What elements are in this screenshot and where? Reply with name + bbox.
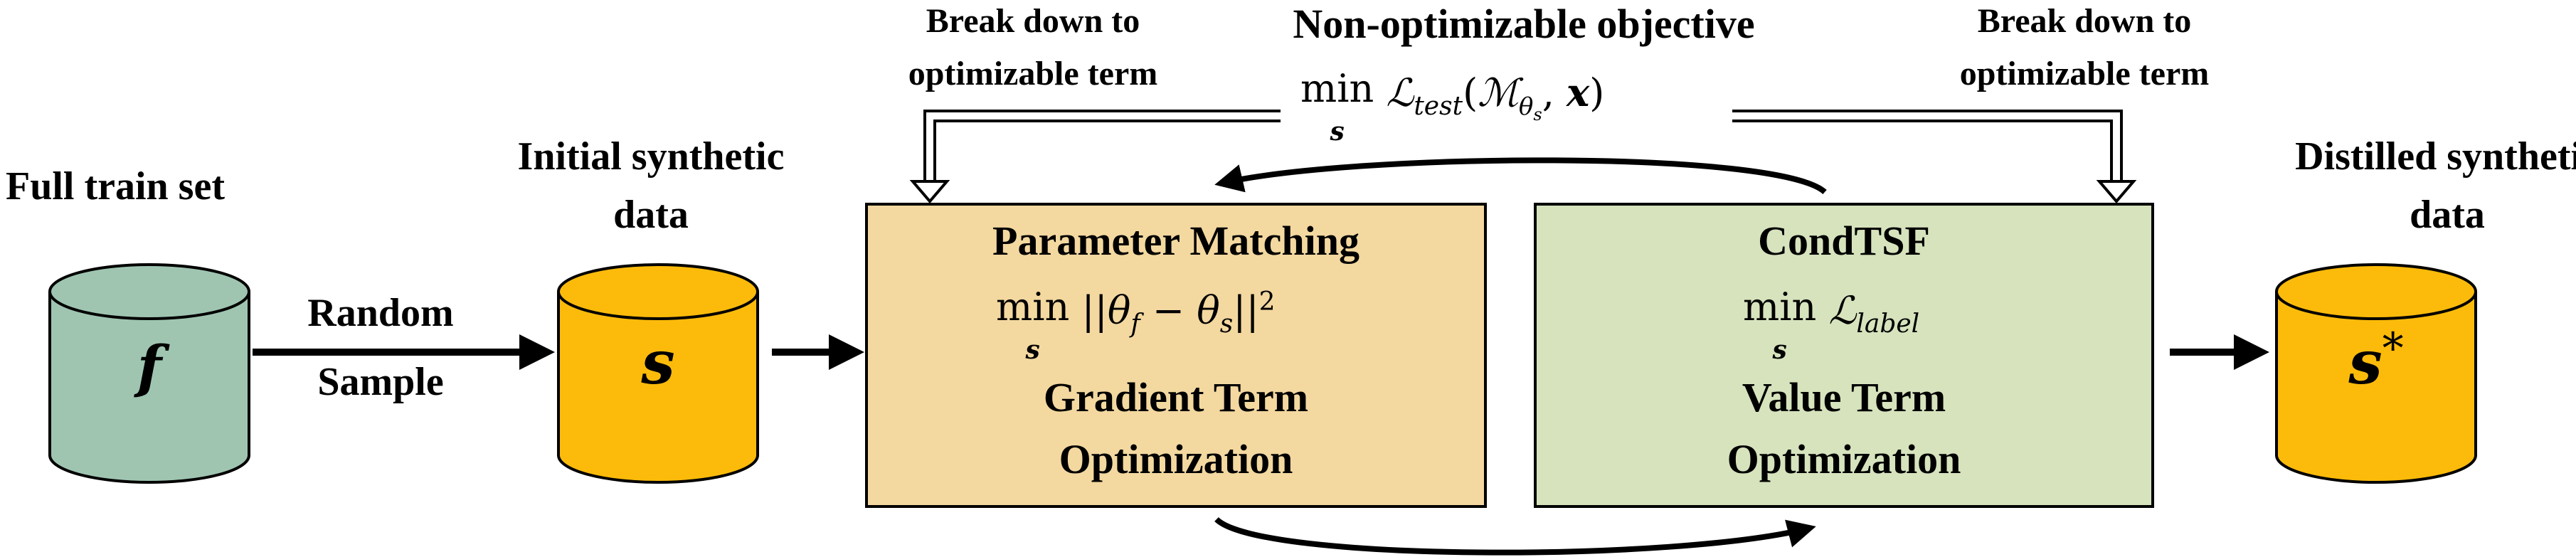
non-optimizable-objective-label: Non-optimizable objective — [1293, 1, 1755, 47]
initial-synthetic-cylinder — [557, 263, 759, 484]
distilled-synthetic-label-line2: data — [2410, 193, 2485, 237]
full-train-symbol: f — [137, 333, 162, 400]
distilled-synthetic-symbol: s — [2348, 327, 2382, 398]
objective-loss-symbol: ℒ — [1386, 70, 1414, 115]
breakdown-left-double-arrow — [909, 110, 1281, 204]
condtsf-box-line4: Optimization — [1727, 436, 1961, 482]
condtsf-loss-symbol: ℒ — [1828, 288, 1857, 333]
condtsf-box-formula: min s ℒlabel — [1743, 288, 1919, 365]
initial-synthetic-symbol: s — [641, 327, 675, 398]
objective-argument: x — [1567, 70, 1590, 115]
condtsf-min: min — [1743, 285, 1817, 329]
param-min-under: s — [1025, 335, 1040, 365]
param-box-line4: Optimization — [1059, 436, 1293, 482]
breakdown-right-double-arrow — [1732, 110, 2137, 204]
full-train-set-cylinder — [48, 263, 250, 484]
objective-loss-subscript: test — [1414, 91, 1463, 121]
param-exponent: 2 — [1258, 287, 1276, 317]
full-train-set-label: Full train set — [6, 164, 225, 208]
break-down-left-line1: Break down to — [926, 2, 1140, 40]
distilled-synthetic-label-line1: Distilled synthetic — [2295, 134, 2576, 179]
initial-synthetic-label-line2: data — [613, 193, 689, 237]
param-sub-s: s — [1219, 309, 1234, 339]
param-to-condtsf-curved-arrow — [1214, 516, 1816, 556]
objective-model-symbol: ℳ — [1478, 70, 1519, 115]
param-sub-f: f — [1130, 309, 1140, 339]
param-box-formula: min s ||θf − θs||2 — [996, 288, 1276, 365]
param-min: min — [996, 285, 1070, 329]
break-down-left-line2: optimizable term — [908, 55, 1158, 92]
distilled-synthetic-cylinder — [2275, 263, 2477, 484]
param-close: || — [1233, 288, 1259, 333]
param-box-line3: Gradient Term — [1043, 374, 1309, 420]
condtsf-box — [1534, 203, 2154, 508]
param-minus-theta: − θ — [1140, 288, 1220, 333]
param-box-title: Parameter Matching — [992, 218, 1359, 264]
objective-min: min — [1300, 66, 1374, 111]
break-down-right-line2: optimizable term — [1959, 55, 2210, 92]
param-theta-f: ||θ — [1081, 288, 1131, 333]
condtsf-min-under: s — [1772, 335, 1787, 365]
objective-min-under: s — [1330, 117, 1345, 147]
condtsf-to-param-curved-arrow — [1214, 157, 1827, 195]
initial-synthetic-label-line1: Initial synthetic — [517, 134, 785, 179]
objective-formula: min s ℒtest(ℳθs, x) — [1300, 66, 1605, 147]
random-label: Random — [307, 291, 454, 335]
condtsf-box-title: CondTSF — [1758, 218, 1930, 264]
condtsf-loss-subscript: label — [1856, 309, 1920, 339]
objective-model-subscript: θ — [1518, 92, 1534, 121]
parameter-matching-box — [865, 203, 1487, 508]
distilled-synthetic-symbol-group: s* — [2348, 327, 2403, 398]
condtsf-box-line3: Value Term — [1742, 374, 1946, 420]
distilled-superscript: * — [2382, 324, 2404, 373]
sample-label: Sample — [317, 360, 444, 404]
break-down-right-line1: Break down to — [1977, 2, 2192, 40]
objective-model-subsubscript: s — [1533, 104, 1542, 124]
